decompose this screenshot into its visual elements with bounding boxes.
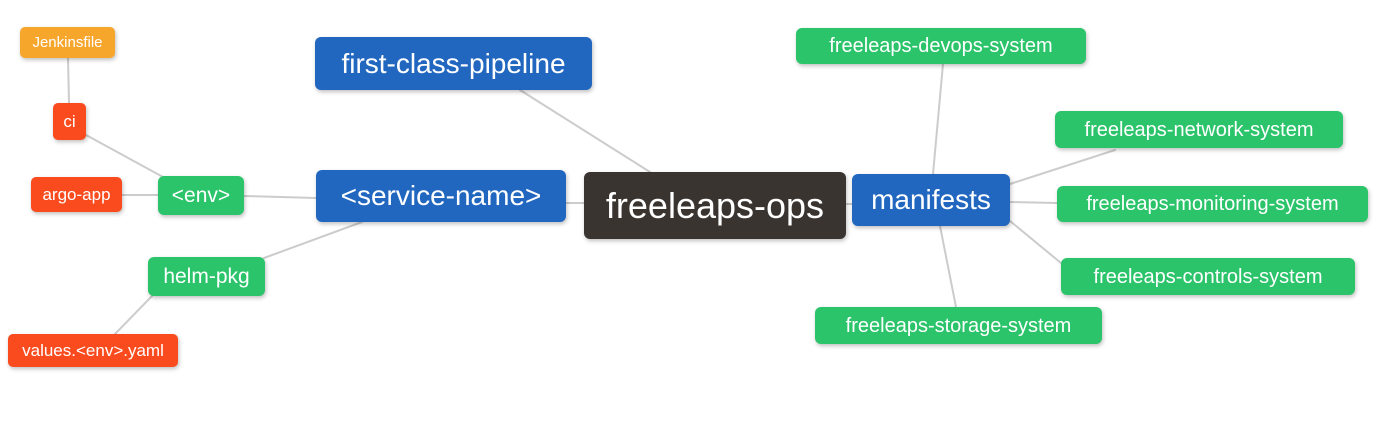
edge-service-name-helm-pkg [263,221,363,259]
edge-jenkinsfile-ci [67,57,70,104]
edge-manifests-devops-system [932,63,944,175]
node-freeleaps-monitoring-system[interactable]: freeleaps-monitoring-system [1057,186,1368,222]
edge-manifests-storage-system [939,225,957,308]
node-env[interactable]: <env> [158,176,244,215]
edge-manifests-controls-system [1009,220,1062,264]
node-freeleaps-devops-system[interactable]: freeleaps-devops-system [796,28,1086,64]
edge-manifests-monitoring-system [1009,201,1058,204]
node-manifests[interactable]: manifests [852,174,1010,226]
node-first-class-pipeline[interactable]: first-class-pipeline [315,37,592,90]
edge-ci-env [85,134,164,178]
node-freeleaps-storage-system[interactable]: freeleaps-storage-system [815,307,1102,344]
node-argo-app[interactable]: argo-app [31,177,122,212]
node-service-name[interactable]: <service-name> [316,170,566,222]
edge-env-service-name [243,195,317,199]
edge-manifests-network-system [1009,149,1116,185]
node-freeleaps-ops-root[interactable]: freeleaps-ops [584,172,846,239]
edge-helm-pkg-values-env-yaml [113,295,153,336]
node-ci[interactable]: ci [53,103,86,140]
node-freeleaps-network-system[interactable]: freeleaps-network-system [1055,111,1343,148]
node-helm-pkg[interactable]: helm-pkg [148,257,265,296]
node-freeleaps-controls-system[interactable]: freeleaps-controls-system [1061,258,1355,295]
node-jenkinsfile[interactable]: Jenkinsfile [20,27,115,58]
edge-pipeline-freeleaps-ops [519,89,651,173]
node-values-env-yaml[interactable]: values.<env>.yaml [8,334,178,367]
